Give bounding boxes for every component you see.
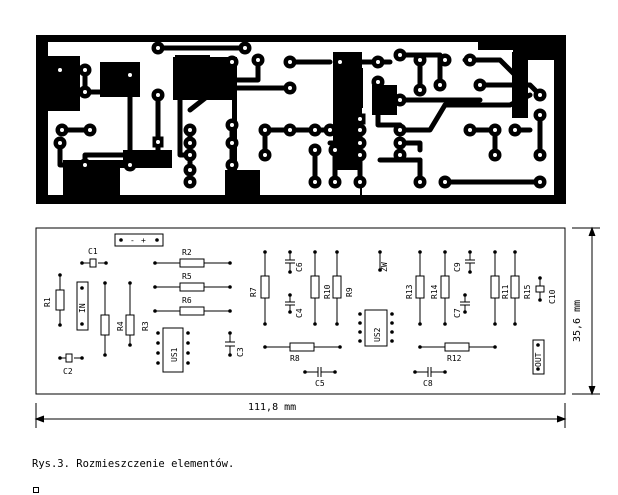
label-r11: R11 [501, 284, 510, 299]
figure-caption: Rys.3. Rozmieszczenie elementów. [32, 458, 235, 470]
label-c4: C4 [295, 308, 304, 318]
label-r7: R7 [249, 287, 258, 297]
label-r9: R9 [345, 287, 354, 297]
label-r15: R15 [523, 284, 532, 299]
label-r8: R8 [290, 354, 300, 363]
label-c6: C6 [295, 262, 304, 272]
dimension-height-label: 35,6 mm [572, 300, 583, 342]
dimension-lines [34, 226, 600, 428]
dimension-width-label: 111,8 mm [248, 402, 296, 413]
label-c10: C10 [548, 289, 557, 304]
label-r2: R2 [182, 248, 192, 257]
component-labels: C1 C2 C3 C4 C5 C6 C7 C8 C9 C10 R1 R2 R3 … [43, 236, 557, 388]
power-connector [114, 233, 164, 247]
label-power-plus: + [141, 236, 146, 245]
label-us2: US2 [373, 327, 382, 342]
label-r13: R13 [405, 284, 414, 299]
in-connector [76, 281, 89, 331]
label-c2: C2 [63, 367, 73, 376]
label-out: OUT [534, 352, 543, 367]
corner-marker [33, 487, 39, 493]
label-c8: C8 [423, 379, 433, 388]
label-r3: R3 [141, 321, 150, 331]
label-c1: C1 [88, 247, 98, 256]
out-connector [532, 339, 545, 375]
label-power-minus: - [130, 236, 135, 245]
label-zw: ZW [380, 262, 389, 272]
us2-chip [364, 309, 388, 347]
component-pads [58, 238, 542, 374]
label-c5: C5 [315, 379, 325, 388]
label-in: IN [78, 303, 87, 313]
label-c3: C3 [236, 347, 245, 357]
label-r1: R1 [43, 297, 52, 307]
label-r4: R4 [116, 321, 125, 331]
label-r6: R6 [182, 296, 192, 305]
label-c7: C7 [453, 308, 462, 318]
us1-chip [162, 327, 184, 373]
board-outline [35, 227, 566, 395]
copper-layer [36, 35, 566, 204]
label-r14: R14 [430, 284, 439, 299]
label-us1: US1 [170, 347, 179, 362]
label-c9: C9 [453, 262, 462, 272]
label-r12: R12 [447, 354, 462, 363]
label-r10: R10 [323, 284, 332, 299]
label-r5: R5 [182, 272, 192, 281]
component-layout [34, 226, 600, 428]
